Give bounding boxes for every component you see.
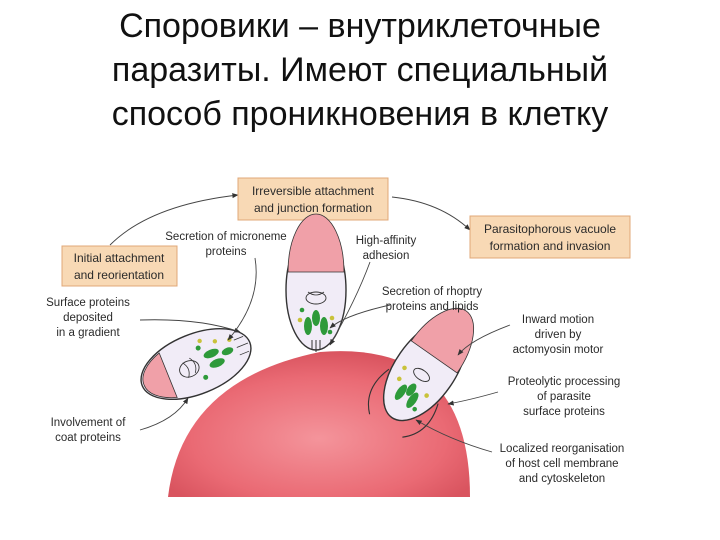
stage-box-initial: Initial attachment and reorientation: [61, 245, 178, 287]
stage-vacuole-line-1: Parasitophorous vacuole: [484, 222, 616, 236]
process-arrow-2: [391, 196, 471, 231]
arrow-microneme: [227, 257, 257, 341]
arrow-surface: [139, 319, 241, 333]
stage-box-vacuole: Parasitophorous vacuole formation and in…: [469, 215, 631, 259]
svg-text:actomyosin motor: actomyosin motor: [513, 344, 604, 356]
stage-initial-line-2: and reorientation: [74, 268, 164, 282]
svg-text:Secretion of microneme: Secretion of microneme: [165, 231, 286, 243]
arrow-rhoptry: [329, 304, 391, 329]
arrow-coat: [139, 397, 189, 431]
process-arrow-1: [109, 193, 239, 246]
arrow-affinity: [329, 261, 371, 346]
arrow-inward: [457, 324, 511, 356]
svg-text:surface proteins: surface proteins: [523, 406, 605, 418]
svg-text:Inward motion: Inward motion: [522, 314, 594, 326]
svg-text:proteins and lipids: proteins and lipids: [386, 301, 479, 313]
stage-irreversible-line-1: Irreversible attachment: [252, 184, 375, 198]
svg-text:and cytoskeleton: and cytoskeleton: [519, 473, 605, 485]
svg-text:in a gradient: in a gradient: [56, 327, 120, 339]
title-line-1: Споровики – внутриклеточные: [119, 7, 601, 45]
stage-irreversible-line-2: and junction formation: [254, 201, 372, 215]
parasite-attached: [140, 328, 252, 400]
title-line-3: способ проникновения в клетку: [111, 95, 609, 133]
parasite-invading: [368, 307, 475, 438]
arrow-localized: [415, 419, 493, 453]
svg-text:Surface proteins: Surface proteins: [46, 297, 130, 309]
stage-initial-line-1: Initial attachment: [74, 251, 165, 265]
label-proteolytic: Proteolytic processing of parasite surfa…: [508, 376, 621, 418]
svg-text:Localized reorganisation: Localized reorganisation: [500, 443, 625, 455]
label-coat-proteins: Involvement of coat proteins: [51, 417, 127, 444]
svg-text:adhesion: adhesion: [363, 250, 410, 262]
title-line-2: паразиты. Имеют специальный: [111, 51, 609, 89]
stage-box-irreversible: Irreversible attachment and junction for…: [237, 177, 389, 221]
label-inward-motion: Inward motion driven by actomyosin motor: [513, 314, 604, 356]
label-affinity: High-affinity adhesion: [356, 235, 417, 262]
parasite-junction: [285, 213, 347, 352]
svg-text:deposited: deposited: [63, 312, 113, 324]
svg-text:Proteolytic processing: Proteolytic processing: [508, 376, 621, 388]
svg-text:of parasite: of parasite: [537, 391, 591, 403]
svg-text:driven by: driven by: [535, 329, 582, 341]
svg-text:of host cell membrane: of host cell membrane: [505, 458, 618, 470]
stage-vacuole-line-2: formation and invasion: [490, 239, 611, 253]
slide-title: Споровики – внутриклеточные паразиты. Им…: [0, 4, 720, 136]
svg-text:Involvement of: Involvement of: [51, 417, 127, 429]
arrow-proteolytic: [447, 391, 499, 406]
label-surface-proteins: Surface proteins deposited in a gradient: [46, 297, 130, 339]
label-rhoptry: Secretion of rhoptry proteins and lipids: [382, 286, 483, 313]
svg-text:coat proteins: coat proteins: [55, 432, 121, 444]
svg-text:High-affinity: High-affinity: [356, 235, 417, 247]
svg-text:proteins: proteins: [206, 246, 247, 258]
label-localized: Localized reorganisation of host cell me…: [500, 443, 625, 485]
label-microneme: Secretion of microneme proteins: [165, 231, 286, 258]
svg-text:Secretion of rhoptry: Secretion of rhoptry: [382, 286, 483, 298]
